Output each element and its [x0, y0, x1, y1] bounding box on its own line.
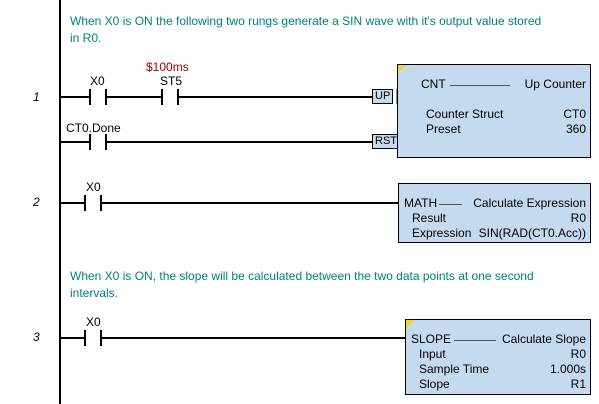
slope-instruction-box[interactable]: SLOPE Calculate Slope Input R0 Sample Ti… [405, 319, 591, 395]
field-value: 1.000s [549, 362, 586, 376]
field-label: Sample Time [419, 362, 490, 376]
field-label: Result [412, 211, 447, 225]
rung-number-3: 3 [33, 330, 40, 344]
left-power-rail [59, 0, 61, 404]
comment-line: When X0 is ON the following two rungs ge… [70, 14, 542, 28]
comment-line: intervals. [70, 286, 119, 300]
instruction-title: MATH [404, 196, 438, 210]
rung-wire [61, 202, 85, 204]
field-value: R0 [570, 347, 586, 361]
title-divider [454, 340, 496, 341]
corner-marker-icon [398, 65, 406, 73]
title-divider [450, 85, 510, 86]
field-value: SIN(RAD(CT0.Acc)) [478, 226, 586, 240]
contact-x0[interactable] [84, 195, 102, 211]
contact-label-x0: X0 [90, 74, 105, 88]
instruction-name: Up Counter [524, 77, 586, 91]
contact-label-x0: X0 [86, 315, 101, 329]
contact-x0[interactable] [84, 330, 102, 346]
rst-input-tag[interactable]: RST [372, 134, 400, 149]
rung-wire [102, 337, 405, 339]
field-label: Expression [412, 226, 472, 240]
field-label: Input [419, 347, 446, 361]
comment-line: When X0 is ON, the slope will be calcula… [70, 269, 534, 283]
field-label: Preset [426, 122, 461, 136]
field-value: 360 [565, 122, 586, 136]
instruction-title: SLOPE [411, 332, 452, 346]
contact-x0[interactable] [89, 89, 107, 105]
contact-st5[interactable] [161, 89, 179, 105]
instruction-name: Calculate Expression [473, 196, 586, 210]
rung-wire [179, 96, 372, 98]
timer-label: $100ms [146, 60, 189, 74]
contact-ct0-done[interactable] [89, 134, 107, 150]
field-value: CT0 [563, 107, 586, 121]
math-instruction-box[interactable]: MATH Calculate Expression Result R0 Expr… [398, 183, 591, 243]
rung-wire [61, 141, 91, 143]
rung-wire [102, 202, 398, 204]
rung-wire [61, 96, 91, 98]
contact-label-x0: X0 [86, 180, 101, 194]
contact-label-st5: ST5 [160, 74, 183, 88]
cnt-instruction-box[interactable]: CNT Up Counter Counter Struct CT0 Preset… [397, 64, 591, 158]
rung-number-1: 1 [33, 90, 40, 104]
rung-number-2: 2 [33, 195, 40, 209]
contact-label-ct0-done: CT0.Done [66, 121, 121, 135]
rung-wire [107, 141, 372, 143]
title-divider [439, 204, 462, 205]
field-label: Counter Struct [426, 107, 504, 121]
up-input-tag[interactable]: UP [372, 89, 394, 104]
rung-wire [107, 96, 161, 98]
field-value: R1 [570, 377, 586, 391]
corner-marker-icon [406, 320, 414, 328]
rung-wire [61, 337, 85, 339]
instruction-title: CNT [421, 77, 446, 91]
comment-line: in R0. [70, 31, 102, 45]
field-value: R0 [570, 211, 586, 225]
rung-comment-2[interactable]: When X0 is ON, the slope will be calcula… [70, 268, 534, 302]
rung-comment-1[interactable]: When X0 is ON the following two rungs ge… [70, 13, 541, 47]
field-label: Slope [419, 377, 450, 391]
instruction-name: Calculate Slope [501, 332, 586, 346]
